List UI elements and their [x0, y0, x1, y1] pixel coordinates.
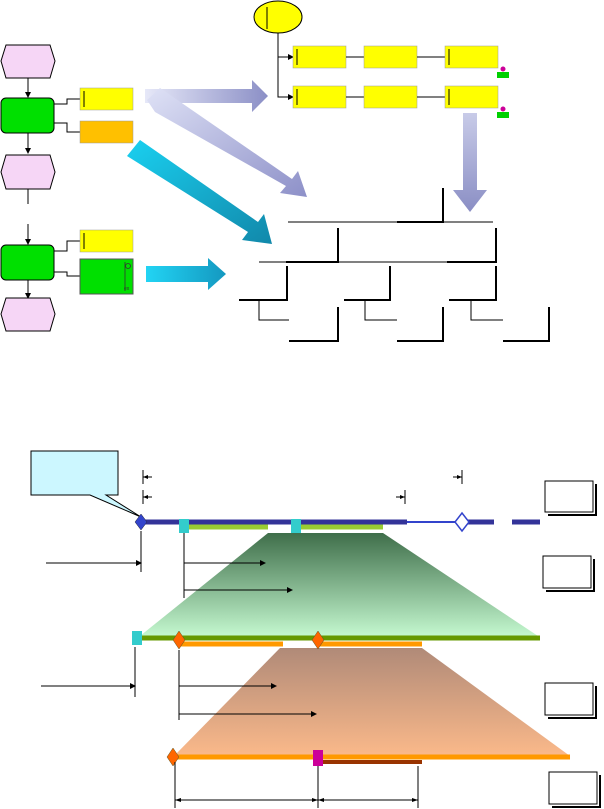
- process-box: [292, 85, 347, 109]
- process-box: [292, 45, 347, 69]
- tree-node: [344, 266, 391, 301]
- function-shape: [0, 244, 55, 281]
- tree-node: [239, 266, 288, 301]
- event-shape: [0, 44, 56, 79]
- gear-icon: [125, 263, 131, 269]
- process-box: [363, 45, 418, 69]
- tree-link: [258, 300, 289, 321]
- arrow-down-gray: [453, 113, 487, 212]
- tree-node: [289, 307, 339, 342]
- arrow-right-gray: [145, 80, 268, 112]
- org-object: [79, 120, 134, 144]
- tree-node: [503, 307, 550, 342]
- arrow-diagonal-cyan: [127, 140, 272, 244]
- tree-link: [364, 300, 397, 321]
- info-object: [79, 229, 134, 253]
- milestone-diamond: [134, 513, 148, 531]
- hierarchy-tree: [239, 188, 550, 342]
- tree-node: [449, 266, 497, 301]
- process-box: [444, 45, 499, 69]
- level-label-box: [548, 771, 601, 808]
- application-object: [79, 258, 134, 295]
- milestone-square: [291, 519, 301, 533]
- link-line: [54, 240, 80, 252]
- tree-link: [470, 300, 503, 321]
- milestone-diamond: [454, 511, 470, 533]
- tree-node: [286, 228, 339, 263]
- link-line: [54, 98, 80, 105]
- detail-zoom-orange: [174, 648, 570, 756]
- arrow-diagonal-gray: [147, 88, 307, 197]
- process-box: [363, 85, 418, 109]
- transition-arrows: [127, 80, 487, 290]
- tree-node: [397, 307, 444, 342]
- detail-zoom-green: [140, 533, 538, 636]
- event-shape: [0, 297, 56, 332]
- start-ellipse: [253, 0, 303, 34]
- tree-node: [397, 188, 444, 223]
- milestone-square: [132, 631, 142, 645]
- milestone-diamond: [311, 630, 325, 650]
- milestone-diamond: [166, 747, 180, 767]
- project-timeline: [30, 450, 601, 808]
- callout-note: [30, 450, 142, 518]
- person-icon: [497, 106, 509, 118]
- person-icon: [497, 66, 509, 78]
- epc-process-chain: ex: [0, 44, 134, 332]
- link-line: [54, 122, 80, 133]
- arrow-right-cyan: [146, 258, 226, 290]
- process-box: [444, 85, 499, 109]
- event-shape: [0, 154, 56, 190]
- gear-icon: ex: [124, 286, 130, 292]
- milestone-square: [313, 750, 323, 766]
- link-line: [54, 271, 80, 277]
- tree-node: [447, 228, 497, 263]
- flow-line: [277, 33, 293, 98]
- function-shape: [0, 97, 55, 134]
- process-overview-flow: [253, 0, 509, 118]
- level-label-box: [542, 555, 595, 592]
- level-label-box: [544, 480, 597, 516]
- milestone-square: [179, 519, 189, 533]
- milestone-diamond: [172, 630, 186, 650]
- info-object: [79, 87, 134, 111]
- level-label-box: [544, 682, 597, 719]
